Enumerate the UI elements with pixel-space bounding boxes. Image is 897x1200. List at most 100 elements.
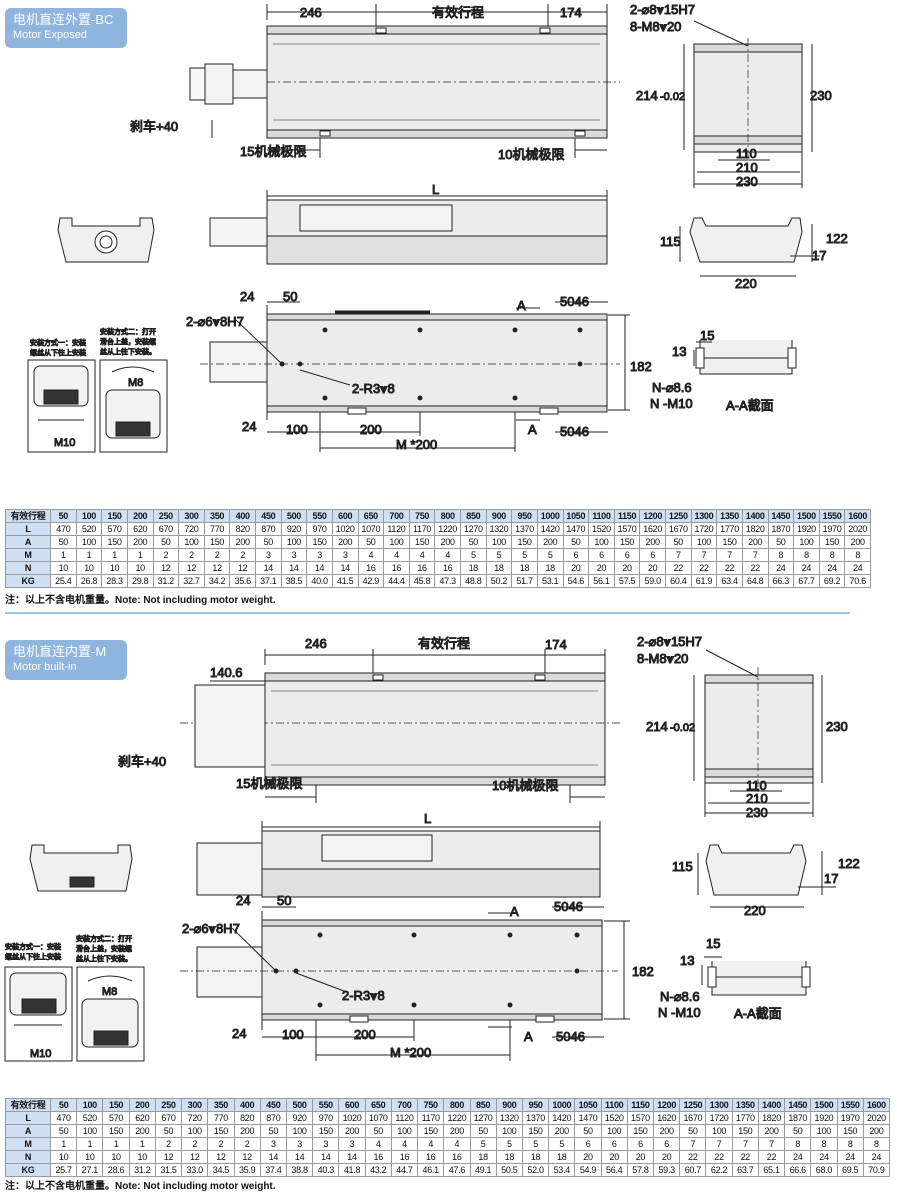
table-cell: 1 bbox=[126, 548, 154, 562]
table-header-stroke: 300 bbox=[178, 509, 205, 523]
table-cell: 150 bbox=[207, 1124, 235, 1138]
table-cell: 470 bbox=[49, 1111, 78, 1125]
dim-115: 115 bbox=[672, 859, 693, 874]
table-cell: 100 bbox=[383, 535, 410, 549]
table-cell: 14 bbox=[306, 561, 333, 575]
dim-m200: M *200 bbox=[396, 437, 437, 452]
table-cell: 20 bbox=[639, 561, 666, 575]
table-cell: 47.6 bbox=[443, 1163, 471, 1177]
dim-m8: 8-M8⩔20 bbox=[630, 19, 681, 34]
table-cell: 1 bbox=[49, 1137, 78, 1151]
table-cell: 18 bbox=[511, 561, 538, 575]
table-cell: 820 bbox=[233, 1111, 261, 1125]
table-row-label: A bbox=[5, 535, 51, 549]
table-cell: 1870 bbox=[784, 1111, 812, 1125]
table-cell: 1020 bbox=[338, 1111, 366, 1125]
table-cell: 150 bbox=[818, 535, 846, 549]
table-cell: 35.9 bbox=[233, 1163, 261, 1177]
table-header-stroke: 1100 bbox=[600, 1098, 628, 1112]
dim-24-bottom: 24 bbox=[242, 419, 256, 434]
table-cell: 10 bbox=[102, 1150, 130, 1164]
table-header-stroke: 950 bbox=[511, 509, 538, 523]
table-cell: 66.3 bbox=[767, 574, 795, 588]
table-cell: 1 bbox=[128, 1137, 156, 1151]
table-cell: 18 bbox=[469, 1150, 497, 1164]
table-cell: 28.6 bbox=[102, 1163, 130, 1177]
table-cell: 200 bbox=[434, 535, 461, 549]
table-cell: 720 bbox=[181, 1111, 209, 1125]
table-cell: 1120 bbox=[390, 1111, 419, 1125]
table-cell: 4 bbox=[417, 1137, 445, 1151]
dim-100: 100 bbox=[286, 422, 308, 437]
dim-24: 24 bbox=[236, 893, 250, 908]
table-header-stroke: 150 bbox=[102, 1098, 130, 1112]
table-cell: 1370 bbox=[521, 1111, 550, 1125]
dim-m200: M *200 bbox=[390, 1045, 431, 1060]
table-cell: 200 bbox=[331, 535, 359, 549]
table-cell: 10 bbox=[128, 1150, 156, 1164]
table-cell: 53.4 bbox=[548, 1163, 576, 1177]
table-cell: 50 bbox=[665, 535, 692, 549]
table-cell: 200 bbox=[536, 535, 564, 549]
inset1-line2: 螺丝从下往上安装 bbox=[5, 952, 61, 961]
table-header-stroke: 450 bbox=[259, 1098, 287, 1112]
table-cell: 32.7 bbox=[178, 574, 205, 588]
table-cell: 200 bbox=[757, 1124, 786, 1138]
dim-limit-15: 15机械极限 bbox=[236, 776, 302, 791]
table-cell: 20 bbox=[588, 561, 615, 575]
table-cell: 720 bbox=[178, 522, 205, 536]
table-cell: 20 bbox=[574, 1150, 602, 1164]
table-header-stroke: 1050 bbox=[562, 509, 590, 523]
table-cell: 2 bbox=[203, 548, 231, 562]
table-cell: 16 bbox=[434, 561, 461, 575]
table-header-stroke: 1600 bbox=[844, 509, 871, 523]
table-cell: 8 bbox=[818, 548, 846, 562]
table-cell: 520 bbox=[76, 1111, 104, 1125]
table-cell: 24 bbox=[836, 1150, 864, 1164]
table-cell: 870 bbox=[259, 1111, 287, 1125]
table-cell: 22 bbox=[741, 561, 769, 575]
table-header-stroke: 1300 bbox=[690, 509, 718, 523]
table-cell: 4 bbox=[443, 1137, 471, 1151]
table-cell: 50 bbox=[562, 535, 590, 549]
table-cell: 1270 bbox=[460, 522, 487, 536]
table-cell: 670 bbox=[154, 1111, 183, 1125]
table-cell: 18 bbox=[460, 561, 487, 575]
table-cell: 1620 bbox=[653, 1111, 681, 1125]
table-row-label: M bbox=[5, 548, 51, 562]
table-header-stroke: 1150 bbox=[613, 509, 641, 523]
table-header-label: 有效行程 bbox=[5, 1098, 51, 1112]
table-row-label: M bbox=[5, 1137, 51, 1151]
table-cell: 26.8 bbox=[75, 574, 103, 588]
table-cell: 200 bbox=[862, 1124, 891, 1138]
table-row-label: N bbox=[5, 561, 51, 575]
table-header-stroke: 1350 bbox=[716, 509, 743, 523]
table-cell: 40.0 bbox=[306, 574, 333, 588]
note-motor-exposed: 注：以上不含电机重量。Note: Not including motor wei… bbox=[5, 595, 276, 606]
table-cell: 150 bbox=[312, 1124, 340, 1138]
table-header-stroke: 400 bbox=[229, 509, 256, 523]
table-cell: 12 bbox=[154, 1150, 183, 1164]
dim-L: L bbox=[424, 811, 431, 826]
table-cell: 12 bbox=[178, 561, 205, 575]
dim-24-bottom: 24 bbox=[232, 1026, 246, 1041]
table-cell: 1 bbox=[75, 548, 103, 562]
table-cell: 150 bbox=[408, 535, 436, 549]
table-header-stroke: 400 bbox=[233, 1098, 261, 1112]
table-header-stroke: 600 bbox=[338, 1098, 366, 1112]
dim-110: 110 bbox=[746, 778, 767, 793]
table-cell: 69.5 bbox=[836, 1163, 864, 1177]
table-cell: 5 bbox=[469, 1137, 497, 1151]
table-cell: 54.9 bbox=[574, 1163, 602, 1177]
table-cell: 56.1 bbox=[588, 574, 615, 588]
side-view bbox=[209, 190, 608, 265]
table-cell: 41.5 bbox=[331, 574, 359, 588]
note-motor-built-in: 注：以上不含电机重量。Note: Not including motor wei… bbox=[5, 1181, 276, 1192]
table-header-stroke: 900 bbox=[495, 1098, 523, 1112]
table-cell: 5 bbox=[495, 1137, 523, 1151]
dim-200: 200 bbox=[354, 1027, 376, 1042]
